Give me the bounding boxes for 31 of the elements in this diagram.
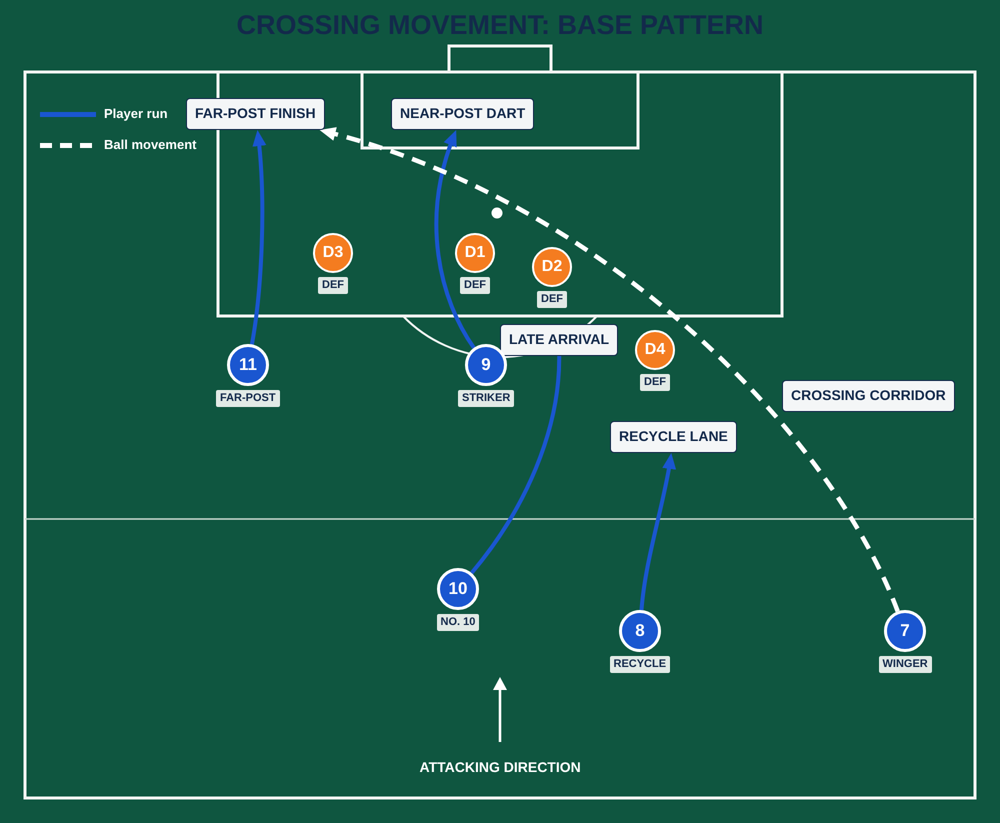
role-tag: DEF xyxy=(640,374,670,391)
role-tag: DEF xyxy=(537,291,567,308)
legend-label: Player run xyxy=(104,106,168,122)
role-tag: WINGER xyxy=(878,656,932,673)
callout-label: CROSSING CORRIDOR xyxy=(782,380,955,412)
defender-marker: D2 xyxy=(532,247,572,287)
role-tag: DEF xyxy=(318,277,348,294)
role-tag: STRIKER xyxy=(458,390,514,407)
player-marker: 7 xyxy=(884,610,926,652)
role-tag: FAR-POST xyxy=(216,390,280,407)
run-arrow xyxy=(250,130,266,345)
player-marker: 8 xyxy=(619,610,661,652)
player-marker: 11 xyxy=(227,344,269,386)
player-marker: 9 xyxy=(465,344,507,386)
callout-label: RECYCLE LANE xyxy=(610,421,737,453)
role-tag: NO. 10 xyxy=(436,614,480,631)
defender-marker: D3 xyxy=(313,233,353,273)
role-tag: DEF xyxy=(460,277,490,294)
callout-label: LATE ARRIVAL xyxy=(500,324,618,356)
run-arrow xyxy=(434,130,476,349)
run-line xyxy=(470,356,562,574)
legend-label: Ball movement xyxy=(104,137,196,153)
run-arrow xyxy=(640,452,676,610)
callout-label: NEAR-POST DART xyxy=(391,98,534,130)
defender-marker: D1 xyxy=(455,233,495,273)
direction-label: ATTACKING DIRECTION xyxy=(420,759,581,776)
player-marker: 10 xyxy=(437,568,479,610)
defender-marker: D4 xyxy=(635,330,675,370)
ball-path-arrow xyxy=(320,128,900,612)
role-tag: RECYCLE xyxy=(610,656,670,673)
callout-label: FAR-POST FINISH xyxy=(186,98,325,130)
